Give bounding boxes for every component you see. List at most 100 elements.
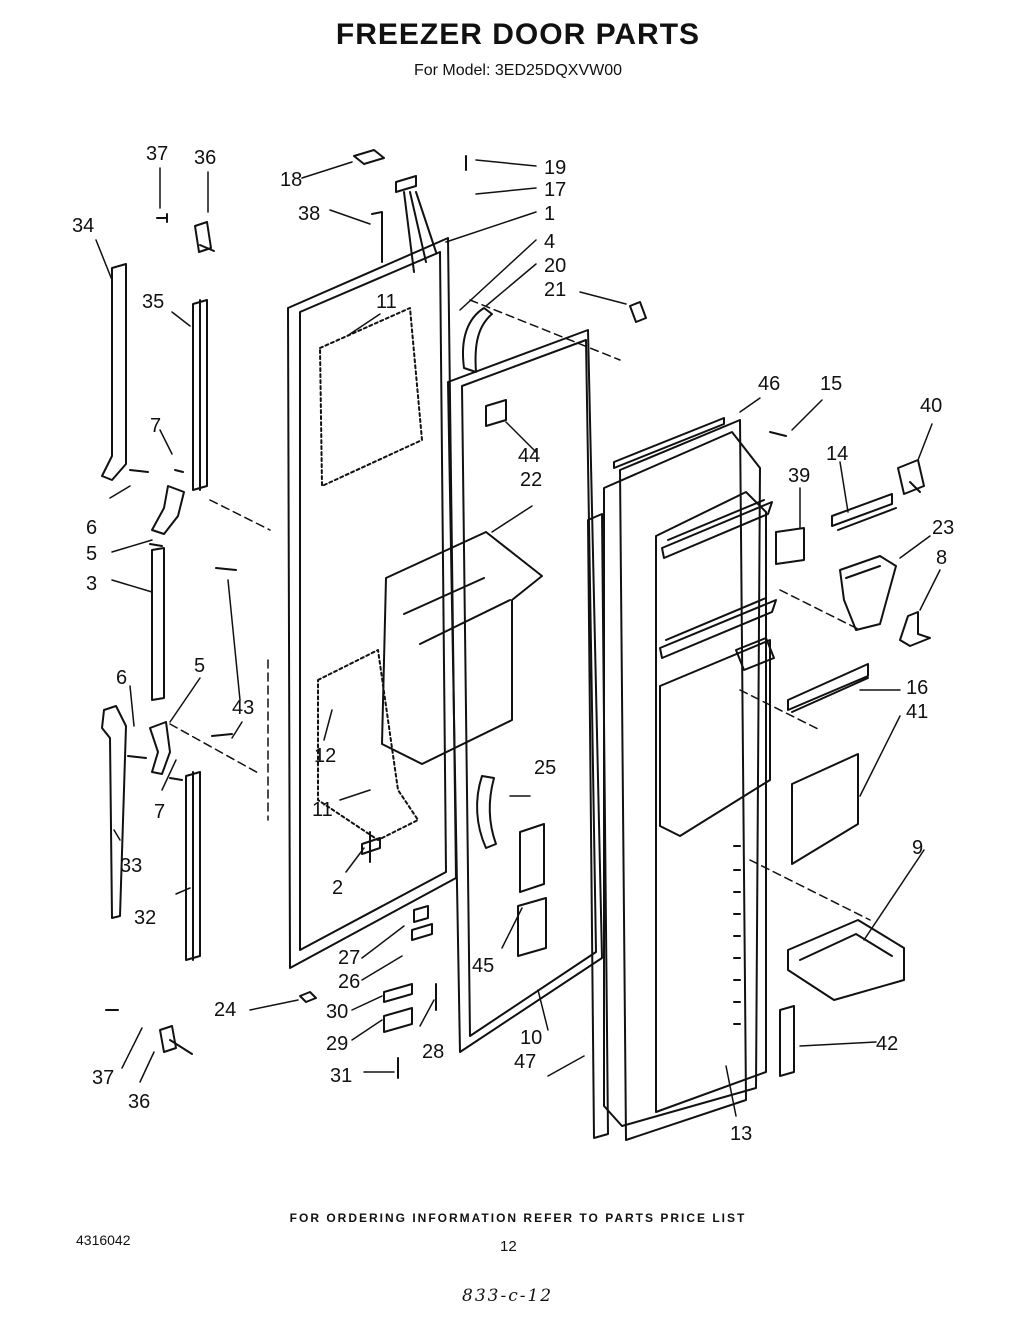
callout-24: 24 [214, 999, 236, 1021]
callout-5-upper: 5 [86, 543, 97, 565]
insulation-upper-11 [319, 307, 423, 487]
gasket-strips-45 [517, 823, 547, 957]
bracket-8 [899, 611, 931, 647]
model-subtitle: For Model: 3ED25DQXVW00 [413, 62, 623, 79]
wiring-harness [395, 175, 437, 273]
callout-44: 44 [518, 445, 540, 467]
callout-16: 16 [906, 677, 928, 699]
callout-20: 20 [544, 255, 566, 277]
callout-25: 25 [534, 757, 556, 779]
callout-6-lower: 6 [116, 667, 127, 689]
trim-46 [613, 417, 725, 469]
hinge-cover-35 [192, 299, 208, 491]
callout-10: 10 [520, 1027, 542, 1049]
callout-7-upper: 7 [150, 415, 161, 437]
gasket-47 [587, 513, 609, 1139]
door-gasket-10 [447, 329, 603, 1053]
callout-32: 32 [134, 907, 156, 929]
callout-36-bottom: 36 [128, 1091, 150, 1113]
callout-21: 21 [544, 279, 566, 301]
callout-33: 33 [120, 855, 142, 877]
callout-2: 2 [332, 877, 343, 899]
tube-25 [476, 775, 497, 849]
callout-39: 39 [788, 465, 810, 487]
callout-15: 15 [820, 373, 842, 395]
callout-37-top: 37 [146, 143, 168, 165]
callout-6-upper: 6 [86, 517, 97, 539]
callout-13: 13 [730, 1123, 752, 1145]
lower-hinge-bracket [105, 1009, 193, 1055]
callout-45: 45 [472, 955, 494, 977]
callout-35: 35 [142, 291, 164, 313]
plug-21 [629, 301, 647, 323]
hinge-cover-32 [185, 771, 201, 961]
callout-8: 8 [936, 547, 947, 569]
dispenser-cover [659, 639, 771, 837]
connector-18 [353, 149, 385, 165]
upper-hinge-bracket [156, 213, 215, 253]
insulation-lower-11 [317, 649, 419, 841]
callout-31: 31 [330, 1065, 352, 1087]
callout-41: 41 [906, 701, 928, 723]
liner-holes [733, 845, 741, 1025]
callout-43: 43 [232, 697, 254, 719]
callout-18: 18 [280, 169, 302, 191]
hinge-lower-5 [127, 721, 183, 781]
trim-strip-14 [831, 493, 897, 531]
callout-30: 30 [326, 1001, 348, 1023]
tube-20 [462, 307, 493, 373]
callout-19: 19 [544, 157, 566, 179]
callout-7-lower: 7 [154, 801, 165, 823]
callout-11-upper: 11 [376, 291, 397, 313]
callout-42: 42 [876, 1033, 898, 1055]
callout-11-lower: 11 [312, 799, 333, 821]
callout-5-lower: 5 [194, 655, 205, 677]
callout-38: 38 [298, 203, 320, 225]
page-number: 12 [500, 1238, 517, 1255]
dash-lines [169, 299, 871, 921]
bracket-40 [897, 459, 925, 495]
switch-39 [775, 527, 805, 565]
callout-26: 26 [338, 971, 360, 993]
hinge-trim-34 [101, 263, 127, 481]
callout-34: 34 [72, 215, 94, 237]
liner-shelf-lower [659, 597, 777, 671]
callout-40: 40 [920, 395, 942, 417]
hinge-pin-2 [361, 831, 381, 863]
callout-4: 4 [544, 231, 555, 253]
liner-shelf-upper [661, 499, 773, 559]
callout-9: 9 [912, 837, 923, 859]
callout-12: 12 [314, 745, 336, 767]
callout-29: 29 [326, 1033, 348, 1055]
callout-37-bottom: 37 [92, 1067, 114, 1089]
callout-23: 23 [932, 517, 954, 539]
callout-17: 17 [544, 179, 566, 201]
lower-hardware [299, 905, 437, 1079]
hinge-trim-33 [101, 705, 127, 919]
pad-41 [791, 753, 859, 865]
callout-1: 1 [544, 203, 555, 225]
bracket-42 [779, 1005, 795, 1077]
callout-28: 28 [422, 1041, 444, 1063]
callout-36-top: 36 [194, 147, 216, 169]
screws-43 [211, 567, 237, 737]
dispenser-housing-22 [381, 531, 543, 765]
callout-labels: 37 36 34 35 18 38 19 17 1 4 20 21 11 7 6… [72, 143, 954, 1145]
callout-27: 27 [338, 947, 360, 969]
ordering-note: FOR ORDERING INFORMATION REFER TO PARTS … [289, 1211, 747, 1225]
drip-tray-9 [787, 919, 905, 1001]
screw-15 [769, 431, 787, 437]
document-number: 4316042 [76, 1232, 131, 1248]
callout-22: 22 [520, 469, 542, 491]
chute-23 [839, 555, 897, 631]
leader-lines [95, 159, 941, 1117]
callout-3: 3 [86, 573, 97, 595]
page-title: FREEZER DOOR PARTS [335, 18, 701, 51]
callout-47: 47 [514, 1051, 536, 1073]
bracket-44 [485, 399, 507, 427]
hinge-bar-3 [151, 547, 165, 701]
trim-16 [787, 663, 869, 713]
callout-14: 14 [826, 443, 848, 465]
door-liner-13 [603, 419, 767, 1141]
